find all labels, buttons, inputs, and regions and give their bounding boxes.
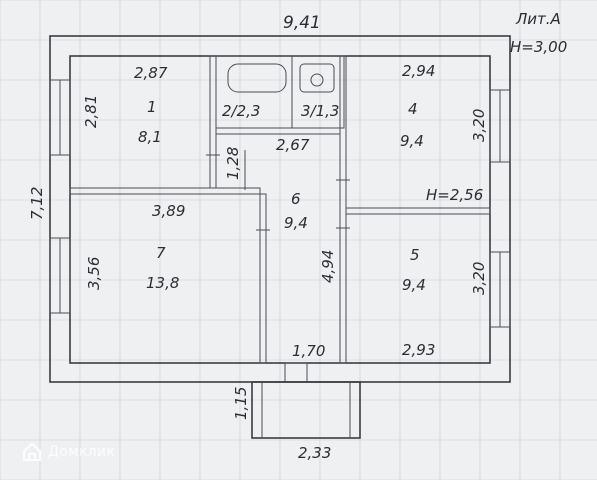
bottom-mid-label: 1,70: [292, 342, 325, 360]
room5-depth: 3,20: [470, 262, 488, 295]
porch-width-label: 2,33: [298, 444, 331, 462]
left-total-label: 7,12: [28, 187, 46, 220]
room4-num: 4: [408, 100, 418, 118]
room4-width: 2,94: [402, 62, 435, 80]
ceiling-height-label: H=3,00: [510, 38, 567, 56]
room5-area: 9,4: [402, 276, 426, 294]
total-width-label: 9,41: [283, 13, 321, 33]
partitions: [69, 55, 491, 364]
room5-width: 2,93: [402, 341, 435, 359]
room6-small: 1,28: [224, 147, 242, 180]
room4-area: 9,4: [400, 132, 424, 150]
room7-depth: 3,56: [85, 257, 103, 290]
room7-area: 13,8: [146, 274, 179, 292]
room6-depth: 4,94: [319, 250, 337, 283]
room4-depth: 3,20: [470, 109, 488, 142]
porch: [251, 362, 361, 439]
room7-num: 7: [156, 244, 166, 262]
inner-height-label: H=2,56: [426, 186, 483, 204]
room6-num: 6: [291, 190, 301, 208]
watermark: Домклик: [22, 442, 115, 462]
room2-label: 2/2,3: [222, 102, 260, 120]
room6-width: 2,67: [276, 136, 310, 154]
room1-width: 2,87: [134, 64, 168, 82]
room6-area: 9,4: [284, 214, 308, 232]
room1-depth: 2,81: [82, 95, 100, 128]
room7-width: 3,89: [152, 202, 185, 220]
domclick-logo-icon: [23, 442, 41, 461]
porch-depth-label: 1,15: [232, 387, 250, 420]
room1-area: 8,1: [138, 128, 162, 146]
windows: [49, 79, 511, 328]
room1-num: 1: [147, 98, 157, 116]
lit-label: Лит.А: [515, 10, 561, 28]
room3-label: 3/1,3: [301, 102, 339, 120]
watermark-text: Домклик: [48, 444, 116, 460]
room5-num: 5: [410, 246, 420, 264]
